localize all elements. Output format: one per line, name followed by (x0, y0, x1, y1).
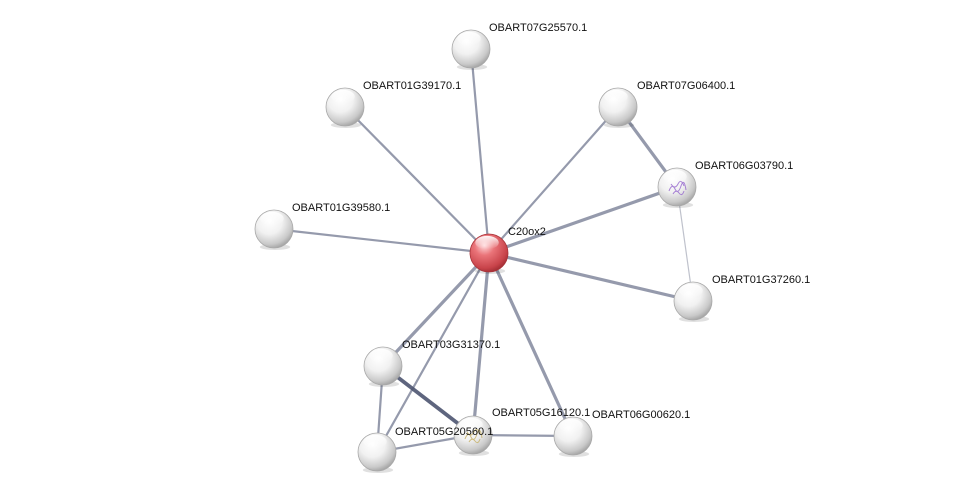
edge-center-n6[interactable] (489, 253, 693, 301)
node-n6[interactable] (674, 282, 712, 322)
edge-center-n5[interactable] (274, 229, 489, 253)
node-label-n7: OBART03G31370.1 (402, 339, 500, 351)
node-label-n5: OBART01G39580.1 (292, 202, 390, 214)
edge-center-n1[interactable] (471, 49, 489, 253)
node-highlight (475, 236, 499, 249)
nodes-layer (255, 30, 712, 473)
node-highlight (369, 349, 393, 362)
node-highlight (679, 284, 703, 297)
node-highlight (363, 435, 387, 448)
node-label-n1: OBART07G25570.1 (489, 22, 587, 34)
node-label-n9: OBART06G00620.1 (592, 409, 690, 421)
node-highlight (663, 170, 687, 183)
node-label-n3: OBART07G06400.1 (637, 80, 735, 92)
node-label-n4: OBART06G03790.1 (695, 160, 793, 172)
node-n9[interactable] (554, 417, 592, 457)
node-label-n2: OBART01G39170.1 (363, 80, 461, 92)
node-n7[interactable] (364, 347, 402, 387)
node-highlight (559, 419, 583, 432)
node-n5[interactable] (255, 210, 293, 250)
node-label-n6: OBART01G37260.1 (712, 274, 810, 286)
node-highlight (260, 212, 284, 225)
node-n4[interactable] (658, 168, 696, 208)
node-highlight (604, 90, 628, 103)
node-n10[interactable] (358, 433, 396, 473)
node-label-center: C20ox2 (508, 226, 546, 238)
node-n1[interactable] (452, 30, 490, 70)
node-highlight (457, 32, 481, 45)
edge-center-n2[interactable] (345, 107, 489, 253)
node-label-n10: OBART05G20560.1 (395, 426, 493, 438)
node-label-n8: OBART05G16120.1 (492, 407, 590, 419)
node-highlight (331, 90, 355, 103)
